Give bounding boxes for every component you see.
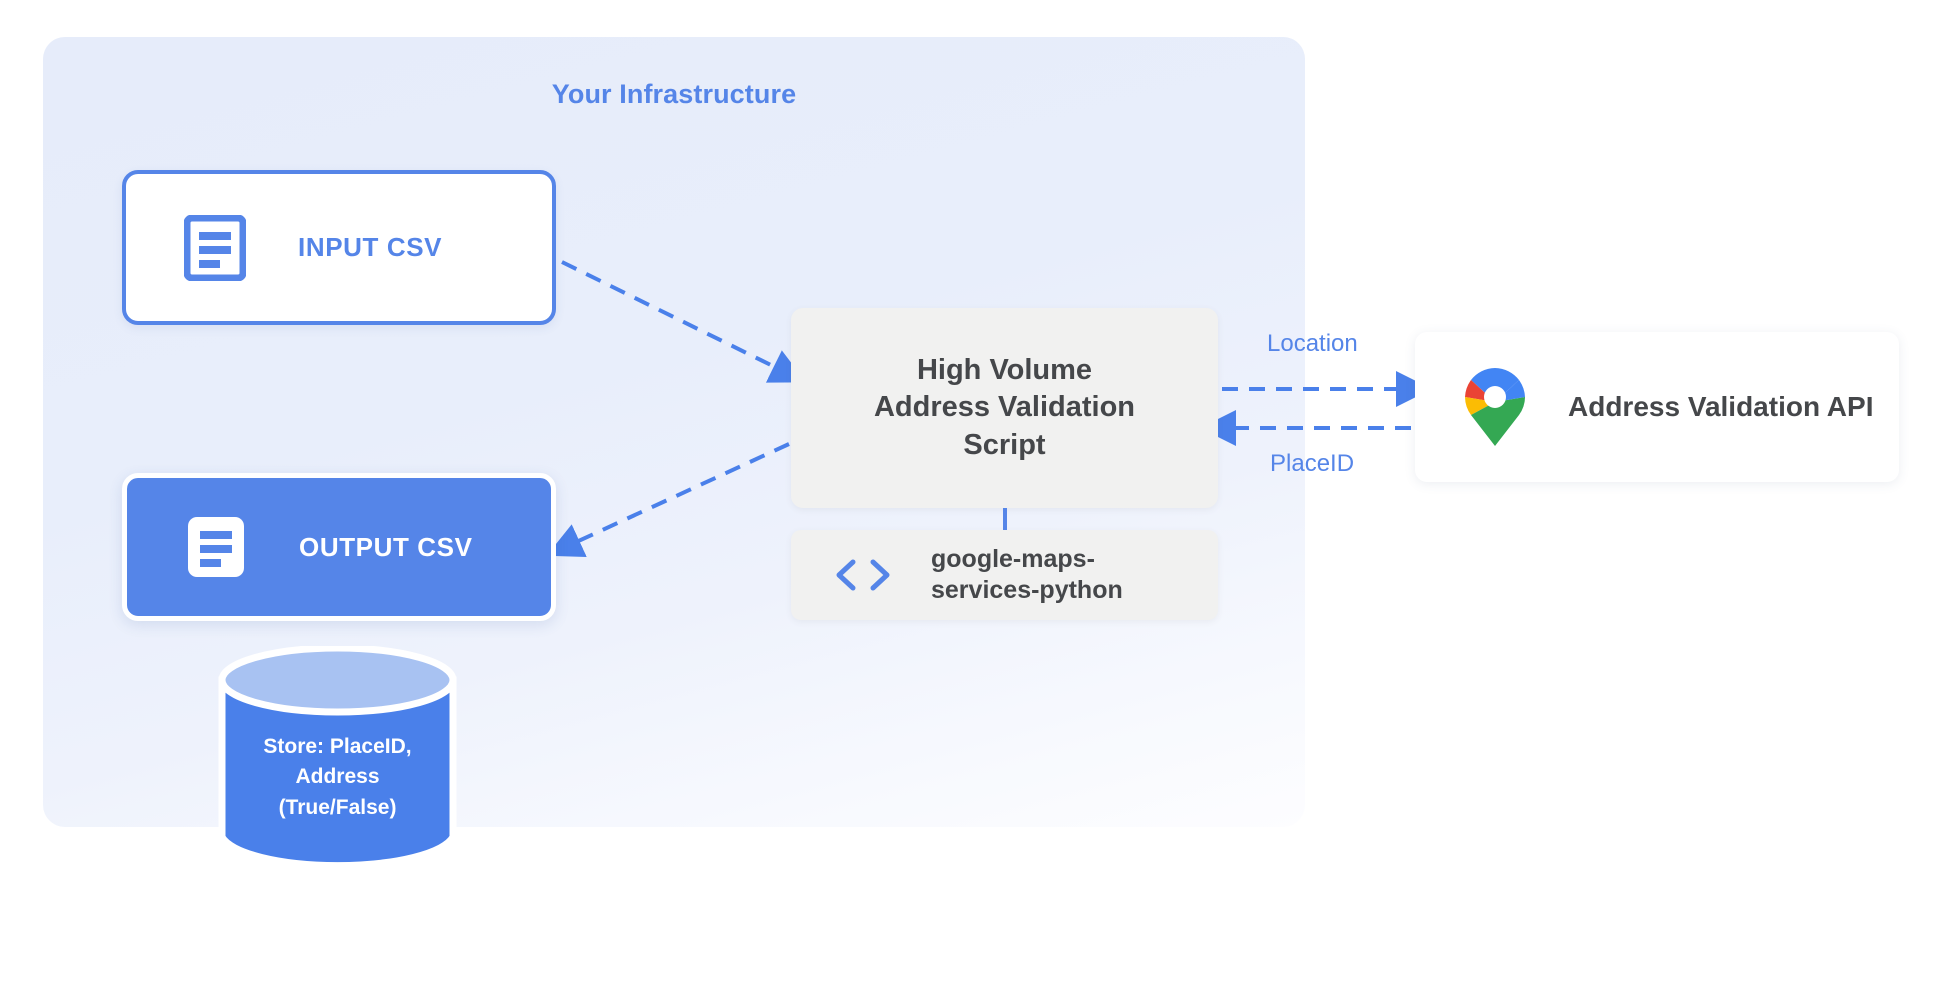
node-output-csv[interactable]: OUTPUT CSV bbox=[122, 473, 556, 621]
edge-label-placeid: PlaceID bbox=[1270, 450, 1355, 477]
library-line-2: services-python bbox=[931, 576, 1123, 604]
document-icon bbox=[184, 214, 246, 281]
output-csv-label: OUTPUT CSV bbox=[299, 531, 473, 562]
edge-label-location: Location bbox=[1267, 330, 1358, 357]
library-line-1: google-maps- bbox=[931, 545, 1095, 573]
script-line-2: Address Validation bbox=[873, 391, 1136, 424]
script-line-1: High Volume bbox=[916, 353, 1093, 386]
node-client-library[interactable]: google-maps- services-python bbox=[791, 530, 1218, 620]
cylinder-shape bbox=[218, 646, 457, 870]
node-datastore[interactable]: Store: PlaceID, Address (True/False) bbox=[216, 646, 459, 871]
script-line-3: Script bbox=[963, 428, 1046, 461]
node-address-validation-api[interactable]: Address Validation API bbox=[1415, 332, 1899, 482]
node-validation-script[interactable]: High Volume Address Validation Script bbox=[791, 308, 1218, 508]
code-brackets-icon bbox=[836, 559, 890, 591]
document-icon bbox=[188, 517, 244, 577]
infrastructure-title: Your Infrastructure bbox=[551, 79, 797, 109]
api-label: Address Validation API bbox=[1568, 391, 1874, 422]
script-library-connector bbox=[1003, 508, 1007, 531]
input-csv-label: INPUT CSV bbox=[298, 232, 443, 262]
node-input-csv[interactable]: INPUT CSV bbox=[122, 170, 556, 325]
google-maps-pin-icon bbox=[1465, 368, 1525, 446]
